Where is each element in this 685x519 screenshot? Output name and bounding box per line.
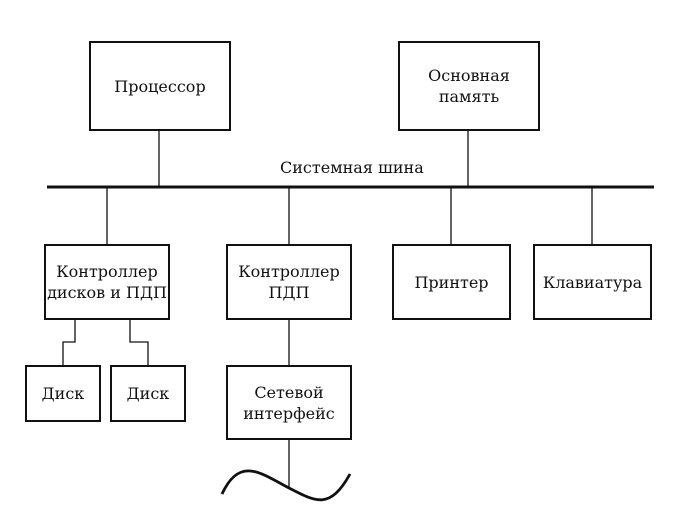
disk-dma-controller-box: Контроллер дисков и ПДП <box>44 244 170 320</box>
disk-1-label: Диск <box>41 384 85 403</box>
processor-label: Процессор <box>114 76 206 96</box>
network-interface-box: Сетевой интерфейс <box>226 365 352 440</box>
main-memory-label: Основная память <box>428 66 510 106</box>
disk-dma-controller-label: Контроллер дисков и ПДП <box>47 262 167 302</box>
printer-label: Принтер <box>414 272 489 292</box>
main-memory-box: Основная память <box>398 41 540 131</box>
disk-1-link <box>62 320 76 365</box>
printer-box: Принтер <box>392 244 511 320</box>
disk-2-label: Диск <box>126 384 170 403</box>
network-wave <box>220 469 352 502</box>
keyboard-box: Клавиатура <box>533 244 652 320</box>
disk-1-box: Диск <box>25 365 101 422</box>
keyboard-label: Клавиатура <box>542 272 643 292</box>
system-bus-label: Системная шина <box>280 158 424 177</box>
network-interface-label: Сетевой интерфейс <box>243 382 335 423</box>
dma-controller-label: Контроллер ПДП <box>238 262 340 302</box>
dma-controller-box: Контроллер ПДП <box>226 244 352 320</box>
processor-box: Процессор <box>89 41 231 131</box>
disk-2-link <box>129 320 149 365</box>
disk-2-box: Диск <box>110 365 186 422</box>
